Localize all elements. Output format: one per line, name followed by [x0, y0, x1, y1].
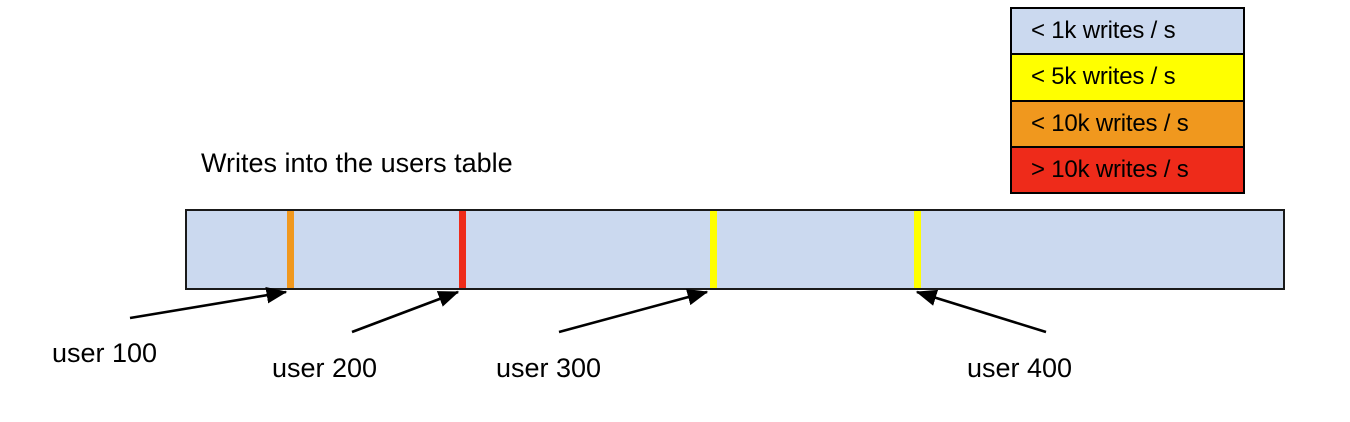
chart-title: Writes into the users table — [201, 148, 513, 178]
legend-row-under-10k: < 10k writes / s — [1012, 101, 1243, 148]
legend-row-under-5k: < 5k writes / s — [1012, 55, 1243, 102]
legend-label-over-10k: > 10k writes / s — [1031, 155, 1189, 183]
label-user-100: user 100 — [52, 338, 158, 368]
arrow-user-200 — [351, 290, 460, 334]
legend-row-over-10k: > 10k writes / s — [1012, 147, 1243, 192]
label-user-400: user 400 — [967, 353, 1073, 383]
label-user-300: user 300 — [496, 353, 602, 383]
legend-row-under-1k: < 1k writes / s — [1012, 9, 1243, 56]
label-user-200: user 200 — [272, 353, 378, 383]
write-rate-legend: < 1k writes / s < 5k writes / s < 10k wr… — [1010, 7, 1245, 194]
arrow-user-100 — [129, 286, 288, 320]
partition-marker-user-300 — [710, 211, 717, 288]
partition-marker-user-400 — [914, 211, 921, 288]
arrow-user-400 — [915, 289, 1047, 334]
partition-marker-user-100 — [287, 211, 294, 288]
legend-label-under-1k: < 1k writes / s — [1031, 17, 1176, 45]
users-table-keyspace-bar — [185, 209, 1285, 290]
partition-marker-user-200 — [459, 211, 466, 288]
arrow-user-300 — [558, 289, 709, 334]
legend-label-under-5k: < 5k writes / s — [1031, 63, 1176, 91]
legend-label-under-10k: < 10k writes / s — [1031, 109, 1189, 137]
